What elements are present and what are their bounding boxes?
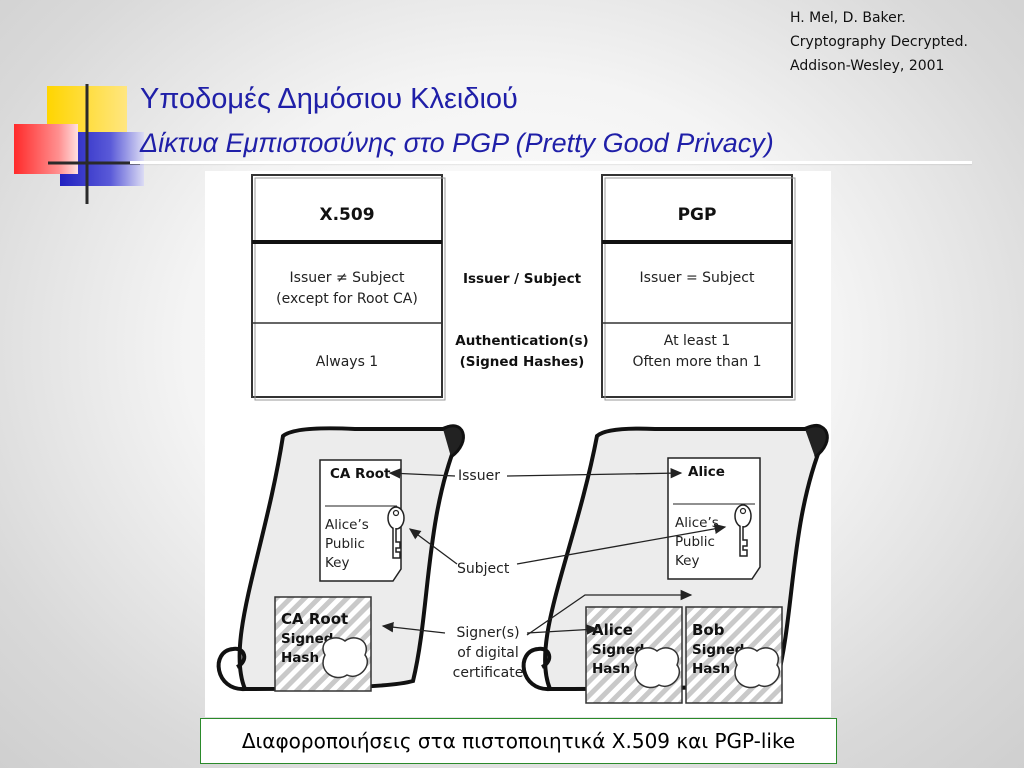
connector-labels: Issuer Subject Signer(s) of digital cert…	[381, 467, 727, 681]
row-label-authentications-line1: Authentication(s)	[455, 333, 588, 349]
title-divider	[130, 161, 972, 164]
pgp-table-frame	[601, 174, 793, 398]
citation-authors: H. Mel, D. Baker.	[790, 10, 906, 26]
label-issuer: Issuer	[458, 468, 500, 484]
label-subject: Subject	[457, 561, 510, 577]
pgp-issuer-subject: Issuer = Subject	[640, 270, 755, 286]
pgp-table-shadow	[604, 177, 796, 401]
pgp-cert-issuer: Alice	[688, 464, 725, 480]
certificate-comparison-figure: X.509 Issuer ≠ Subject (except for Root …	[205, 171, 831, 717]
pgp-scroll-bottom-curl	[521, 646, 552, 692]
subject-arrow-right	[516, 523, 727, 565]
alice-seal-icon	[634, 647, 680, 689]
x509-cert-key-line2: Public	[325, 536, 365, 552]
x509-cert-key-line1: Alice’s	[325, 517, 369, 533]
x509-scroll-bottom-curl	[216, 646, 247, 692]
diagram-canvas: X.509 Issuer ≠ Subject (except for Root …	[216, 174, 829, 704]
figure-caption: Διαφοροποιήσεις στα πιστοποιητικά X.509 …	[200, 718, 837, 764]
pgp-table: PGP Issuer = Subject At least 1 Often mo…	[601, 174, 796, 401]
bob-signed-hash-line2: Signed	[692, 642, 744, 658]
bob-signed-hash-line1: Bob	[692, 621, 725, 639]
signer-arrow-left	[381, 621, 446, 634]
x509-seal-icon	[322, 637, 368, 679]
x509-signed-hash-line1: CA Root	[281, 610, 348, 628]
x509-cert-key-line3: Key	[325, 555, 349, 571]
pgp-cert-key-line2: Public	[675, 534, 715, 550]
row-label-authentications-line2: (Signed Hashes)	[460, 354, 585, 370]
pgp-authentications-line1: At least 1	[664, 333, 731, 349]
pgp-cert-key-line1: Alice’s	[675, 515, 719, 531]
slide-title: Υποδομές Δημόσιου Κλειδιού	[140, 83, 518, 115]
bob-seal-icon	[734, 647, 780, 689]
pgp-header: PGP	[678, 205, 717, 225]
row-label-issuer-subject: Issuer / Subject	[463, 271, 582, 287]
x509-issuer-subject-line2: (except for Root CA)	[276, 291, 418, 307]
label-signers-line3: certificate	[453, 665, 524, 681]
subject-arrow-left	[408, 528, 458, 565]
bob-signed-hash-line3: Hash	[692, 661, 730, 677]
x509-table: X.509 Issuer ≠ Subject (except for Root …	[251, 174, 446, 401]
x509-authentications: Always 1	[316, 354, 378, 370]
citation-publisher: Addison-Wesley, 2001	[790, 58, 945, 74]
x509-cert-document	[319, 459, 402, 582]
x509-table-frame	[251, 174, 443, 398]
label-signers-line1: Signer(s)	[456, 625, 519, 641]
x509-table-shadow	[254, 177, 446, 401]
issuer-arrow-left	[388, 468, 456, 479]
pgp-key-icon	[734, 504, 752, 557]
pgp-certificate-scroll: Alice Alice’s Public Key Alice Signed Ha…	[521, 424, 829, 704]
signer-arrow-bob	[526, 589, 693, 636]
citation-book-title: Cryptography Decrypted.	[790, 34, 968, 50]
slide-subtitle: Δίκτυα Εμπιστοσύνης στο PGP (Pretty Good…	[140, 128, 774, 158]
pgp-cert-key-line3: Key	[675, 553, 699, 569]
alice-signed-hash-line3: Hash	[592, 661, 630, 677]
issuer-arrow-right	[506, 467, 683, 479]
pgp-authentications-line2: Often more than 1	[632, 354, 761, 370]
pgp-scroll-top-curl	[804, 424, 829, 459]
alice-signed-hash-line2: Signed	[592, 642, 644, 658]
pgp-cert-document	[667, 457, 761, 580]
logo-squares-graphic	[14, 84, 144, 204]
label-signers-line2: of digital	[457, 645, 518, 661]
signer-arrow-alice	[526, 624, 599, 635]
x509-certificate-scroll: CA Root Alice’s Public Key CA Root Signe…	[216, 424, 465, 692]
x509-cert-issuer: CA Root	[330, 466, 391, 482]
x509-signed-hash-line2: Signed	[281, 631, 333, 647]
decorative-logo	[0, 0, 150, 210]
x509-scroll-top-curl	[442, 424, 465, 459]
alice-signed-hash-line1: Alice	[592, 621, 633, 639]
citation: H. Mel, D. Baker. Cryptography Decrypted…	[790, 6, 968, 78]
x509-header: X.509	[319, 205, 374, 225]
x509-signed-hash-line3: Hash	[281, 650, 319, 666]
x509-key-icon	[387, 506, 405, 559]
x509-issuer-subject-line1: Issuer ≠ Subject	[290, 270, 405, 286]
